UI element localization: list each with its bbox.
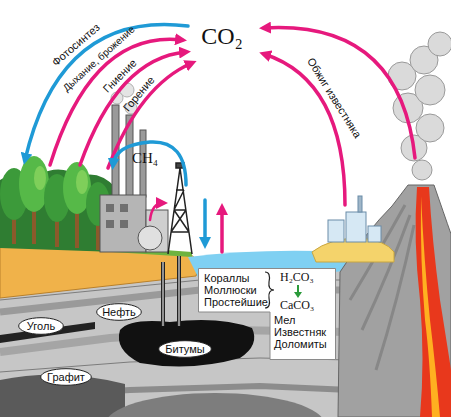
factory-window <box>120 220 128 228</box>
island-building <box>328 220 344 242</box>
methane-arrow <box>113 142 186 185</box>
oil-well <box>163 256 179 326</box>
fossil-oval: Графит <box>40 368 92 386</box>
rock-formation-box: Кораллы Моллюски Простейшие H₂CO₃ CaCO₃ Мел… <box>198 268 336 360</box>
curly-bracket <box>265 272 274 308</box>
oil-deposit <box>119 320 254 367</box>
oval-border <box>159 341 212 358</box>
volcano-cone <box>338 185 451 417</box>
lava-core <box>421 196 440 417</box>
photosynthesis-arrow <box>25 24 188 160</box>
smoke-puff <box>412 160 432 180</box>
rock-stripe <box>0 290 350 312</box>
oil-well-core <box>163 256 179 326</box>
formula-label: CH₄ <box>132 151 158 166</box>
island <box>312 196 394 262</box>
fossil-name: Нефть <box>96 303 142 321</box>
oil-derrick <box>168 163 192 254</box>
release-arrow <box>220 208 224 252</box>
smoke-puff <box>416 114 444 142</box>
fossil-name: Уголь <box>18 317 64 335</box>
tree-highlight <box>76 170 88 194</box>
forest <box>0 156 116 252</box>
volcano <box>338 185 451 417</box>
dissolve-arrow <box>203 200 207 244</box>
rock-list: Мел Известняк Доломиты <box>274 314 334 350</box>
lava-flow <box>416 187 451 417</box>
oval-border <box>97 304 142 321</box>
reaction-arrow <box>297 285 299 293</box>
formula-label: CO₂ <box>201 24 243 48</box>
fossil-oval: Битумы <box>158 340 212 358</box>
gas-tank <box>138 226 162 250</box>
deep-rock <box>105 393 325 417</box>
gas-arrow <box>150 203 163 220</box>
volcano-smoke <box>388 32 451 180</box>
chemical-formula: H₂CO₃ <box>280 271 330 283</box>
volcano-arrow <box>264 28 415 158</box>
oval-border <box>19 318 64 335</box>
fossil-name: Битумы <box>158 340 212 358</box>
smoke-puff <box>428 32 451 56</box>
tree-highlight <box>34 166 46 190</box>
decay-arrow <box>80 52 186 165</box>
process-arrows <box>25 24 415 252</box>
box-border <box>199 269 336 360</box>
island-chimney <box>358 196 362 212</box>
organism-list: Кораллы Моллюски Простейшие <box>204 272 266 308</box>
factory-window <box>106 220 114 228</box>
factory-window <box>120 204 128 212</box>
island-building <box>346 212 366 242</box>
reaction-arrow-head <box>294 292 302 298</box>
smoke-puff <box>415 75 445 105</box>
fossil-oval: Уголь <box>18 317 64 335</box>
derrick-frame <box>168 168 192 254</box>
limestone-arrow <box>264 54 345 205</box>
fossil-oval: Нефть <box>96 303 142 321</box>
oval-border <box>41 369 92 386</box>
fossil-name: Графит <box>40 368 92 386</box>
factory-window <box>106 204 114 212</box>
chemical-formula: CaCO₃ <box>280 299 330 311</box>
island-building <box>368 226 381 242</box>
